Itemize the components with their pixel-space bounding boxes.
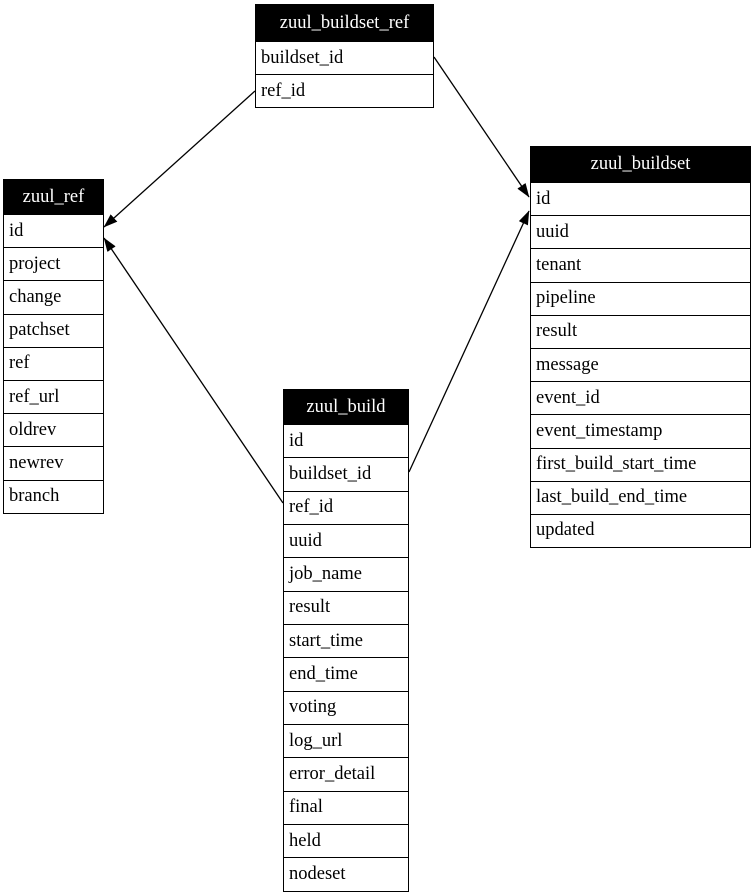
table-row: branch (4, 479, 103, 513)
table-row: start_time (284, 624, 408, 657)
table-header: zuul_ref (4, 180, 103, 214)
table-zuul-buildset-ref: zuul_buildset_ref buildset_id ref_id (255, 4, 434, 108)
table-row: project (4, 247, 103, 280)
table-row: ref_id (284, 490, 408, 524)
table-row: result (531, 314, 750, 348)
table-row: newrev (4, 446, 103, 479)
table-zuul-buildset: zuul_buildset id uuid tenant pipeline re… (530, 146, 751, 549)
table-zuul-build: zuul_build id buildset_id ref_id uuid jo… (283, 389, 409, 892)
table-row: event_id (531, 381, 750, 414)
table-row: first_build_start_time (531, 447, 750, 481)
edge-buildset-ref-to-zuul-ref (103, 90, 256, 228)
table-row: message (531, 347, 750, 381)
table-row: id (284, 424, 408, 457)
table-row: id (4, 214, 103, 247)
table-row: voting (284, 690, 408, 724)
table-row: event_timestamp (531, 414, 750, 447)
table-row: held (284, 824, 408, 857)
table-row: result (284, 590, 408, 624)
table-header: zuul_buildset_ref (256, 5, 433, 41)
table-row: ref_url (4, 379, 103, 413)
table-row: buildset_id (284, 457, 408, 490)
table-row: nodeset (284, 857, 408, 890)
edge-buildset-ref-to-zuul-buildset (433, 56, 530, 198)
table-row: ref (4, 346, 103, 380)
table-row: last_build_end_time (531, 480, 750, 514)
table-row: end_time (284, 657, 408, 690)
table-row: buildset_id (256, 41, 433, 74)
table-zuul-ref: zuul_ref id project change patchset ref … (3, 179, 104, 514)
table-row: tenant (531, 248, 750, 281)
table-row: final (284, 790, 408, 824)
table-row: ref_id (256, 74, 433, 107)
table-row: updated (531, 513, 750, 547)
table-header: zuul_buildset (531, 147, 750, 182)
table-row: uuid (284, 524, 408, 557)
table-header: zuul_build (284, 390, 408, 424)
table-row: job_name (284, 557, 408, 590)
edge-build-to-zuul-buildset (408, 210, 530, 473)
table-row: uuid (531, 215, 750, 248)
table-row: oldrev (4, 413, 103, 446)
table-row: error_detail (284, 757, 408, 790)
table-row: change (4, 280, 103, 313)
table-row: pipeline (531, 281, 750, 315)
table-row: patchset (4, 313, 103, 347)
table-row: id (531, 182, 750, 215)
edge-build-to-zuul-ref (103, 237, 284, 504)
table-row: log_url (284, 724, 408, 757)
